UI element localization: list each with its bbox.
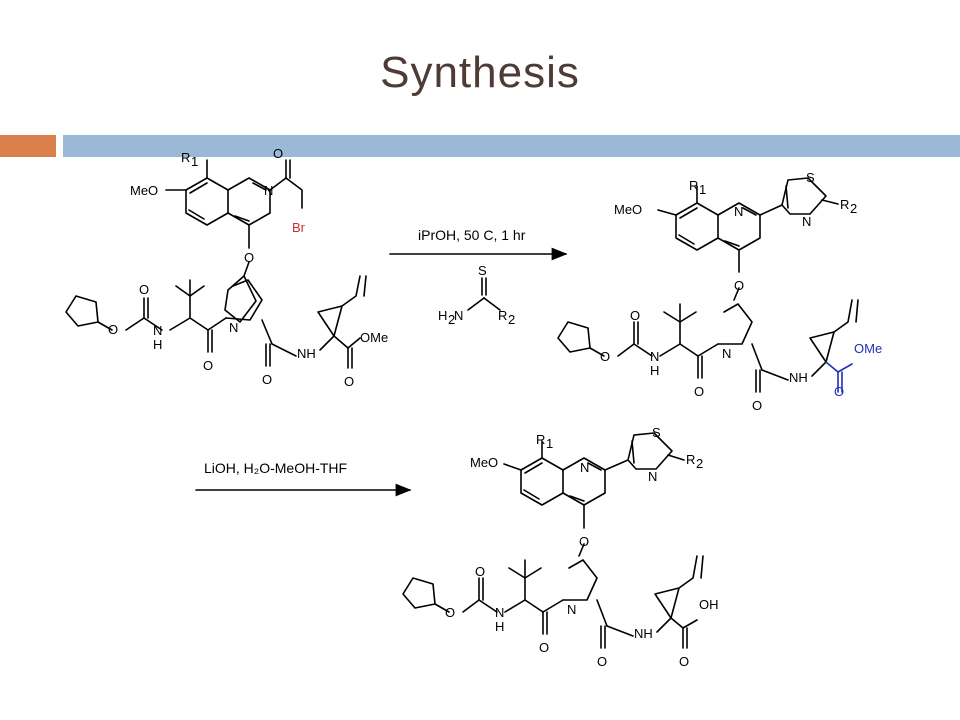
svg-text:N: N bbox=[567, 602, 576, 617]
svg-text:R: R bbox=[840, 197, 849, 212]
svg-text:H: H bbox=[438, 308, 447, 323]
header-accent-bar bbox=[0, 135, 56, 157]
svg-text:H: H bbox=[153, 337, 162, 352]
svg-text:OMe: OMe bbox=[360, 330, 388, 345]
svg-text:MeO: MeO bbox=[470, 455, 498, 470]
step1-arrow bbox=[389, 247, 568, 311]
svg-text:OH: OH bbox=[699, 597, 719, 612]
svg-text:N: N bbox=[734, 204, 743, 219]
svg-text:1: 1 bbox=[546, 436, 553, 451]
svg-text:O: O bbox=[244, 250, 254, 265]
thiazole-ester-labels: R 1 MeO N S N R 2 O N O N H O O O NH O O… bbox=[600, 170, 882, 413]
svg-text:2: 2 bbox=[850, 201, 857, 216]
svg-text:N: N bbox=[495, 605, 504, 620]
svg-text:2: 2 bbox=[508, 312, 515, 327]
svg-text:O: O bbox=[475, 564, 485, 579]
svg-text:N: N bbox=[802, 214, 811, 229]
svg-text:O: O bbox=[834, 384, 844, 399]
svg-text:O: O bbox=[752, 398, 762, 413]
svg-text:R: R bbox=[686, 452, 695, 467]
svg-text:R: R bbox=[689, 178, 698, 193]
svg-text:N: N bbox=[648, 469, 657, 484]
svg-text:NH: NH bbox=[634, 626, 653, 641]
svg-text:N: N bbox=[722, 346, 731, 361]
carboxylic-acid-structure bbox=[402, 432, 704, 649]
svg-text:N: N bbox=[264, 183, 273, 198]
svg-text:NH: NH bbox=[297, 346, 316, 361]
svg-text:1: 1 bbox=[699, 182, 706, 197]
svg-text:O: O bbox=[630, 308, 640, 323]
svg-text:H: H bbox=[495, 619, 504, 634]
svg-text:O: O bbox=[694, 384, 704, 399]
starting-material-labels: R 1 MeO N O Br O N O N H O O O NH O OMe bbox=[108, 146, 388, 389]
svg-text:N: N bbox=[580, 460, 589, 475]
svg-text:N: N bbox=[153, 323, 162, 338]
thiazole-ester-structure bbox=[557, 177, 859, 393]
svg-text:MeO: MeO bbox=[614, 202, 642, 217]
header-bar bbox=[63, 135, 960, 157]
svg-text:O: O bbox=[108, 322, 118, 337]
starting-material-structure bbox=[65, 159, 367, 369]
svg-text:O: O bbox=[203, 358, 213, 373]
svg-text:N: N bbox=[650, 349, 659, 364]
carboxylic-acid-labels: R 1 MeO N S N R 2 O N O N H O O O NH O O… bbox=[445, 425, 719, 669]
svg-text:O: O bbox=[445, 605, 455, 620]
svg-text:Br: Br bbox=[292, 220, 306, 235]
svg-text:O: O bbox=[262, 372, 272, 387]
svg-text:O: O bbox=[679, 654, 689, 669]
svg-text:2: 2 bbox=[448, 312, 455, 327]
svg-text:O: O bbox=[139, 282, 149, 297]
svg-text:R: R bbox=[181, 150, 190, 165]
svg-text:N: N bbox=[454, 308, 463, 323]
svg-text:O: O bbox=[344, 374, 354, 389]
svg-text:O: O bbox=[734, 278, 744, 293]
svg-text:O: O bbox=[579, 534, 589, 549]
svg-text:R: R bbox=[498, 308, 507, 323]
svg-text:H: H bbox=[650, 363, 659, 378]
svg-text:O: O bbox=[600, 349, 610, 364]
svg-text:O: O bbox=[539, 640, 549, 655]
svg-text:1: 1 bbox=[191, 154, 198, 169]
svg-text:O: O bbox=[273, 146, 283, 161]
svg-text:2: 2 bbox=[696, 456, 703, 471]
svg-text:R: R bbox=[536, 432, 545, 447]
slide-title: Synthesis bbox=[380, 48, 580, 97]
svg-text:S: S bbox=[652, 425, 661, 440]
step1-conditions-group: iPrOH, 50 C, 1 hr S H 2 N R 2 bbox=[418, 227, 526, 327]
step2-conditions: LiOH, H₂O-MeOH-THF bbox=[204, 460, 347, 476]
svg-text:O: O bbox=[597, 654, 607, 669]
svg-text:NH: NH bbox=[789, 370, 808, 385]
svg-text:N: N bbox=[229, 320, 238, 335]
svg-text:MeO: MeO bbox=[130, 183, 158, 198]
svg-text:OMe: OMe bbox=[854, 341, 882, 356]
svg-text:S: S bbox=[806, 170, 815, 185]
svg-text:S: S bbox=[478, 263, 487, 278]
step1-conditions: iPrOH, 50 C, 1 hr bbox=[418, 227, 526, 243]
